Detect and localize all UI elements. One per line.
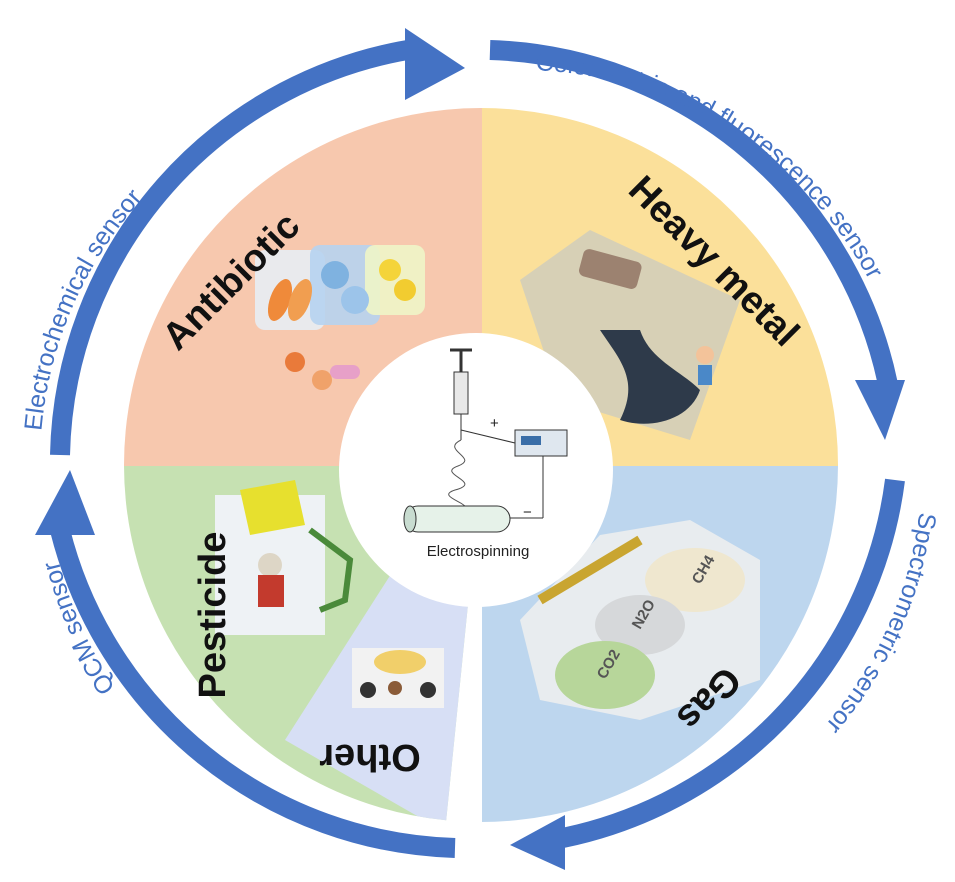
- pills-illustration: [255, 245, 425, 390]
- arrow-right: [538, 478, 905, 852]
- syringe-barrel: [453, 371, 469, 415]
- center-circle: [339, 333, 613, 607]
- pesticide-illustration: [215, 480, 354, 635]
- minus-sign: −: [523, 504, 532, 521]
- sector-label-other: Other: [319, 736, 421, 778]
- fiber-jet: [448, 439, 467, 516]
- gas-illustration: CH4 N2O CO2: [520, 520, 760, 720]
- electrospinning-label: Electrospinning: [427, 543, 530, 560]
- outer-arrows: [50, 38, 905, 858]
- arrowhead-right: [855, 380, 905, 440]
- collector-drum: [404, 505, 511, 533]
- arrow-top-right: [489, 40, 900, 397]
- arrow-heads: [35, 28, 905, 870]
- arrowhead-bottom: [510, 815, 565, 870]
- arrowhead-left: [35, 470, 95, 535]
- arrow-bottom-left: [50, 527, 456, 858]
- arrowhead-top: [405, 28, 465, 100]
- arrow-top-left: [50, 38, 422, 456]
- electrospinning-schematic: [403, 348, 568, 533]
- sector-label-pesticide: Pesticide: [192, 532, 234, 699]
- other-illustration: [352, 648, 444, 708]
- plus-sign: +: [490, 415, 499, 432]
